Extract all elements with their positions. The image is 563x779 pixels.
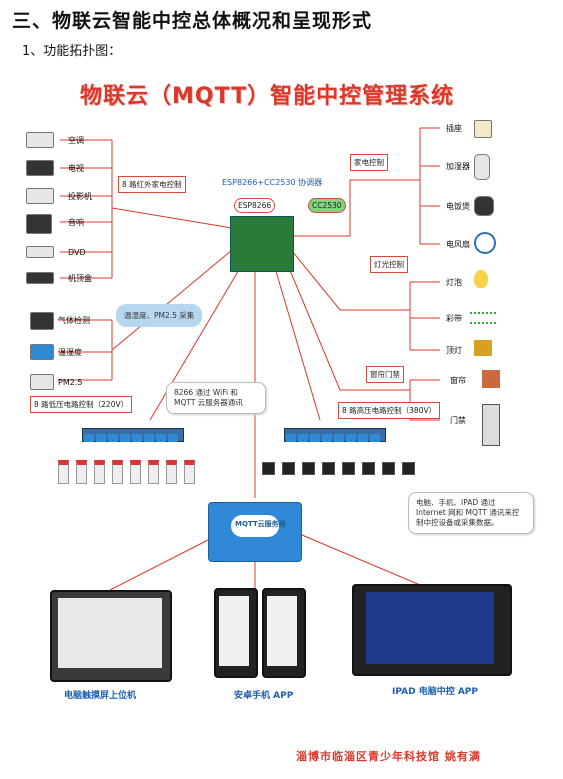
pc-touchscreen-icon: [50, 590, 172, 682]
ipad-icon: [352, 584, 512, 676]
esp8266-tag: ESP8266: [234, 198, 276, 213]
contactor-icon: [382, 462, 395, 475]
contactor-icon: [302, 462, 315, 475]
rice-cooker-icon: [474, 196, 494, 216]
breaker-icon: [94, 460, 105, 484]
home-label-humidifier: 加湿器: [446, 162, 470, 171]
curtain-icon: [482, 370, 500, 388]
breaker-icon: [148, 460, 159, 484]
projector-icon: [26, 188, 54, 204]
section-subheading: 1、功能拓扑图：: [22, 44, 122, 59]
breaker-icon: [166, 460, 177, 484]
tv-icon: [26, 160, 54, 176]
breaker-icon: [184, 460, 195, 484]
humidifier-icon: [474, 154, 490, 180]
android-phone-icon: [262, 588, 306, 678]
contactor-icon: [262, 462, 275, 475]
board-label: ESP8266+CC2530 协调器: [222, 178, 323, 187]
door-label-curtain: 窗帘: [450, 376, 466, 385]
android-phone-icon: [214, 588, 258, 678]
sensor-note: 温湿度、PM2.5 采集: [116, 304, 203, 327]
controller-board-icon: [230, 216, 294, 272]
app-label-pc: 电脑触摸屏上位机: [64, 691, 137, 701]
footer-credit: 淄博市临淄区青少年科技馆 姚有满: [296, 750, 481, 763]
home-label-rice-cooker: 电饭煲: [446, 202, 470, 211]
bulb-icon: [474, 270, 488, 288]
light-strip-icon: [470, 312, 496, 324]
mqtt-cloud-server-icon: MQTT云服务器: [208, 502, 302, 562]
set-top-box-icon: [26, 272, 54, 284]
curtain-access-box: 窗帘门禁: [366, 366, 404, 383]
contactor-icon: [322, 462, 335, 475]
fan-icon: [474, 232, 496, 254]
home-appliance-box: 家电控制: [350, 154, 388, 171]
gas-sensor-icon: [30, 312, 54, 330]
dvd-icon: [26, 246, 54, 258]
light-control-box: 灯光控制: [370, 256, 408, 273]
device-label-ac: 空调: [68, 136, 84, 145]
device-label-projector: 投影机: [68, 192, 92, 201]
contactor-icon: [342, 462, 355, 475]
diagram-title: 物联云（MQTT）智能中控管理系统: [80, 84, 455, 109]
wifi-note: 8266 通过 WiFi 和 MQTT 云服务器通讯: [166, 382, 266, 414]
device-label-speaker: 音响: [68, 218, 84, 227]
contactor-icon: [282, 462, 295, 475]
section-heading: 三、物联云智能中控总体概况和呈现形式: [12, 10, 373, 32]
breaker-icon: [112, 460, 123, 484]
contactor-icon: [362, 462, 375, 475]
light-label-ceiling: 顶灯: [446, 346, 462, 355]
sensor-label-gas: 气体检测: [58, 316, 90, 325]
client-note: 电脑、手机、IPAD 通过 Internet 网和 MQTT 通讯来控制中控设备…: [408, 492, 534, 534]
ceiling-light-icon: [474, 340, 492, 356]
contactor-icon: [402, 462, 415, 475]
device-label-tv: 电视: [68, 164, 84, 173]
app-label-android: 安卓手机 APP: [234, 691, 294, 701]
home-label-socket: 插座: [446, 124, 462, 133]
app-label-ipad: IPAD 电脑中控 APP: [392, 687, 478, 697]
light-label-strip: 彩带: [446, 314, 462, 323]
speaker-icon: [26, 214, 52, 234]
ir-control-box: 8 路红外家电控制: [118, 176, 186, 193]
humidity-sensor-icon: [30, 344, 54, 360]
breaker-icon: [58, 460, 69, 484]
home-label-fan: 电风扇: [446, 240, 470, 249]
sensor-label-pm25: PM2.5: [58, 378, 83, 387]
breaker-icon: [130, 460, 141, 484]
breaker-icon: [76, 460, 87, 484]
sensor-label-humidity: 温湿度: [58, 348, 82, 357]
high-voltage-relay-box: 8 路高压电路控制（380V）: [338, 402, 441, 419]
device-label-dvd: DVD: [68, 248, 86, 257]
air-conditioner-icon: [26, 132, 54, 148]
device-label-stb: 机顶盒: [68, 274, 92, 283]
cloud-label: MQTT云服务器: [235, 520, 286, 528]
low-voltage-relay-box: 8 路低压电路控制（220V）: [30, 396, 133, 413]
cc2530-tag: CC2530: [308, 198, 346, 213]
door-icon: [482, 404, 500, 446]
pm25-sensor-icon: [30, 374, 54, 390]
light-label-bulb: 灯泡: [446, 278, 462, 287]
relay-module-low-icon: [82, 428, 184, 442]
socket-icon: [474, 120, 492, 138]
door-label-access: 门禁: [450, 416, 466, 425]
relay-module-high-icon: [284, 428, 386, 442]
